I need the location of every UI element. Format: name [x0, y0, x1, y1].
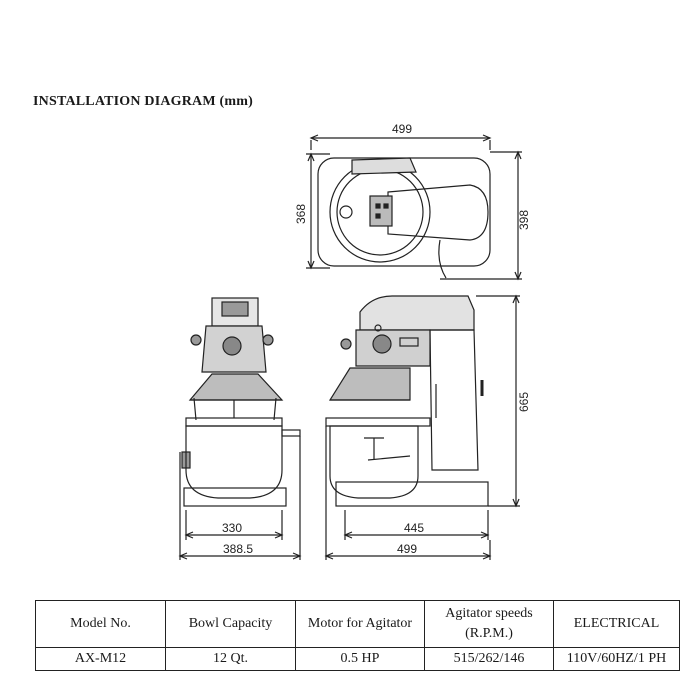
diagram-title: INSTALLATION DIAGRAM (mm) [33, 94, 253, 109]
dim-front-base-width: 330 [222, 521, 242, 535]
spec-table-header-row: Model No. Bowl Capacity Motor for Agitat… [35, 600, 680, 648]
header-bowl-capacity: Bowl Capacity [165, 600, 296, 648]
header-model: Model No. [35, 600, 166, 648]
cell-model: AX-M12 [35, 647, 166, 671]
header-agitator-speeds: Agitator speeds (R.P.M.) [424, 600, 554, 648]
cell-motor: 0.5 HP [295, 647, 425, 671]
dim-top-depth-inner: 368 [294, 204, 308, 224]
dim-height: 665 [517, 392, 531, 412]
top-view [306, 134, 522, 281]
side-view [324, 294, 520, 560]
header-electrical: ELECTRICAL [553, 600, 680, 648]
installation-drawing: 499 368 398 665 330 388.5 445 499 [178, 122, 531, 560]
dim-top-depth-outer: 398 [517, 210, 531, 230]
cell-electrical: 110V/60HZ/1 PH [553, 647, 680, 671]
dim-side-base-width: 445 [404, 521, 424, 535]
header-motor: Motor for Agitator [295, 600, 425, 648]
header-agitator-speeds-line2: (R.P.M.) [465, 626, 513, 641]
cell-bowl-capacity: 12 Qt. [165, 647, 296, 671]
dim-front-total-width: 388.5 [223, 542, 253, 556]
cell-agitator-speeds: 515/262/146 [424, 647, 554, 671]
spec-table: Model No. Bowl Capacity Motor for Agitat… [35, 600, 680, 671]
front-view [178, 297, 302, 560]
dim-top-width: 499 [392, 122, 412, 136]
header-agitator-speeds-line1: Agitator speeds [445, 606, 533, 621]
table-row: AX-M12 12 Qt. 0.5 HP 515/262/146 110V/60… [35, 647, 680, 671]
dim-side-total-width: 499 [397, 542, 417, 556]
